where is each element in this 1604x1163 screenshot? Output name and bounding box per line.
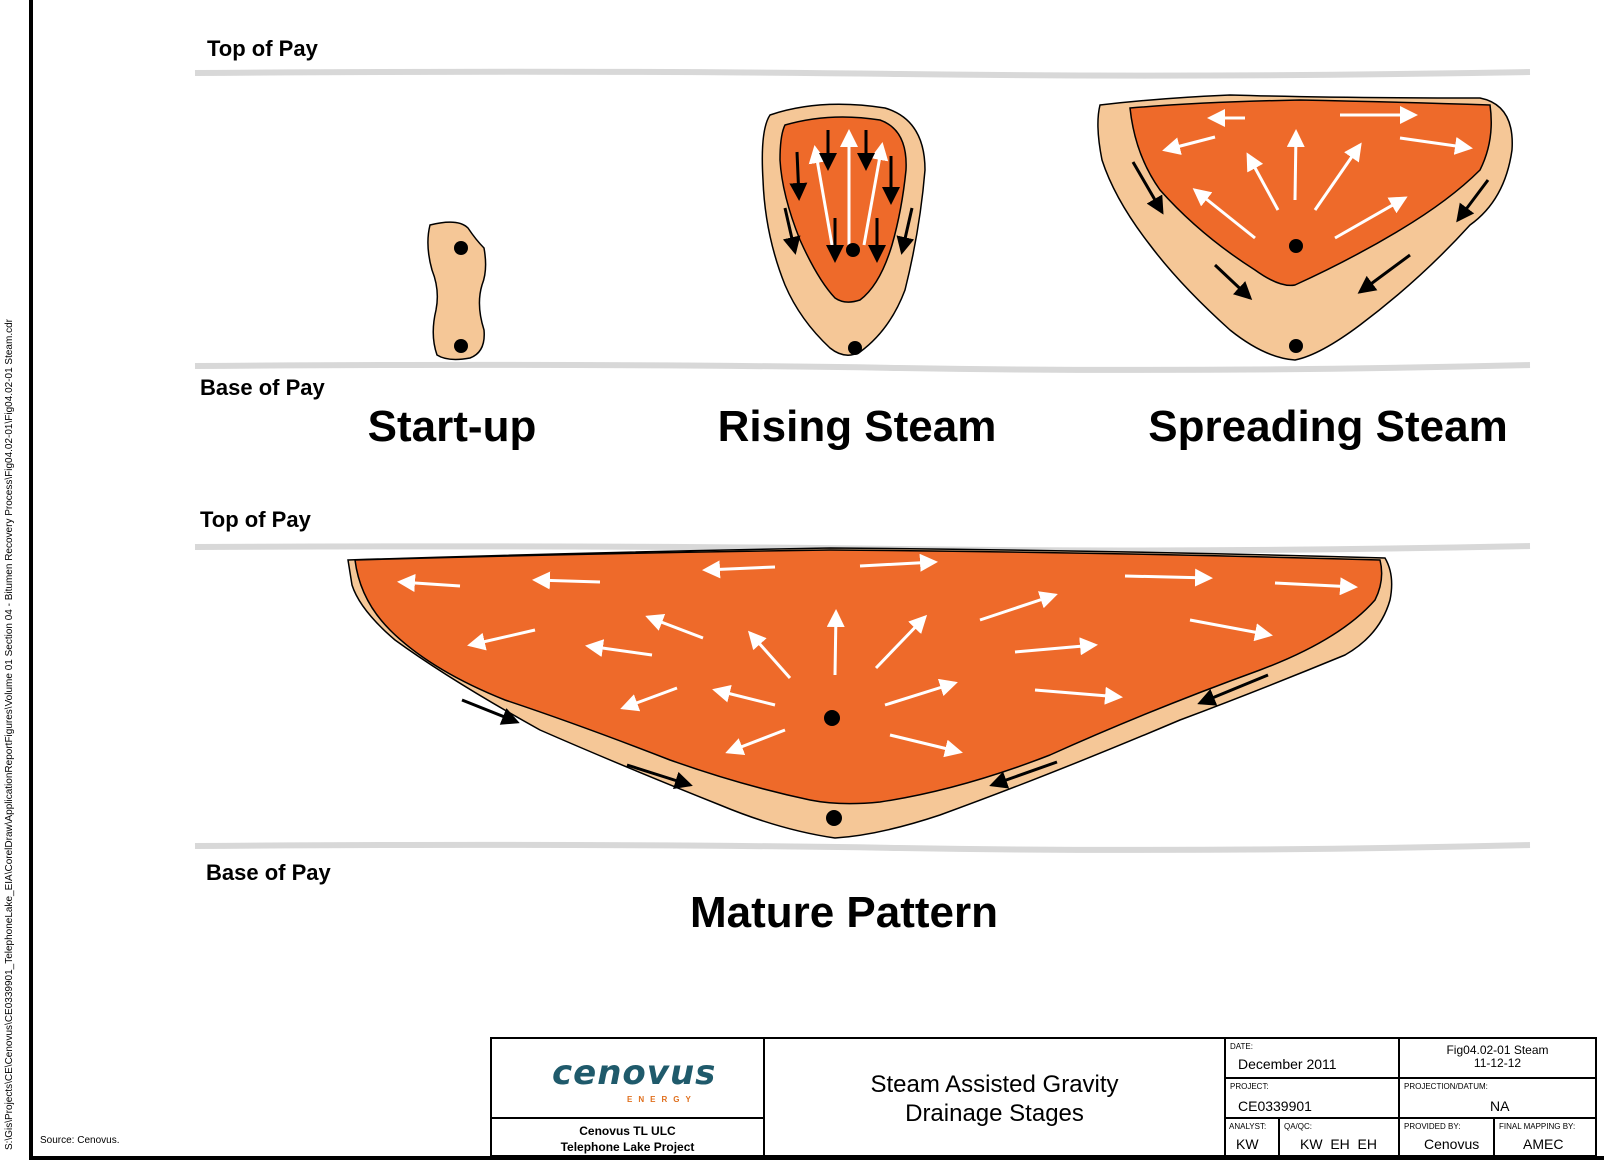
title-block: cenovus ENERGY Cenovus TL ULC Telephone … [490, 1037, 1600, 1157]
qaqc-label: QA/QC: [1284, 1122, 1313, 1131]
startup-injector-well [454, 241, 468, 255]
project-cell: PROJECT: CE0339901 [1224, 1077, 1400, 1119]
date-label: DATE: [1230, 1042, 1253, 1051]
qaqc-cell: QA/QC: KW EH EH [1278, 1117, 1400, 1157]
mature-steam-chamber [354, 549, 1383, 805]
projection-cell: PROJECTION/DATUM: NA [1398, 1077, 1597, 1119]
frame-bottom-border [29, 1156, 1604, 1160]
qaqc-value: KW EH EH [1300, 1136, 1378, 1152]
stage-label-mature-pattern: Mature Pattern [690, 888, 998, 937]
project-value: CE0339901 [1238, 1098, 1312, 1114]
startup-producer-well [454, 339, 468, 353]
projection-label: PROJECTION/DATUM: [1404, 1082, 1488, 1091]
spreading-drainage-arrows [1131, 161, 1490, 301]
mature-drainage-arrows [461, 673, 1269, 790]
rising-steam-arrows [782, 129, 915, 263]
figure-title-line-2: Drainage Stages [905, 1100, 1084, 1127]
company-cell: Cenovus TL ULC Telephone Lake Project [490, 1117, 765, 1157]
final-mapping-label: FINAL MAPPING BY: [1499, 1122, 1576, 1131]
base-of-pay-line-bottom [194, 841, 1531, 853]
mature-producer-well [826, 810, 842, 826]
figure-title-line-1: Steam Assisted Gravity [870, 1071, 1119, 1098]
stage-label-startup: Start-up [368, 402, 537, 451]
final-mapping-cell: FINAL MAPPING BY: AMEC [1493, 1117, 1597, 1157]
cenovus-logo-sub: ENERGY [627, 1095, 697, 1104]
base-of-pay-label: Base of Pay [200, 375, 325, 400]
cenovus-logo: cenovus [552, 1053, 717, 1093]
figure-id: Fig04.02-01 Steam [1446, 1043, 1549, 1057]
date-value: December 2011 [1238, 1056, 1337, 1072]
top-of-pay-label-bottom: Top of Pay [200, 507, 312, 532]
project-name: Telephone Lake Project [560, 1140, 695, 1154]
source-note: Source: Cenovus. [40, 1135, 120, 1146]
mature-steam-arrows [397, 553, 1358, 758]
title-cell: Steam Assisted Gravity Drainage Stages [763, 1037, 1226, 1157]
figure-id-cell: Fig04.02-01 Steam 11-12-12 [1398, 1037, 1597, 1079]
project-label: PROJECT: [1230, 1082, 1269, 1091]
company-name: Cenovus TL ULC [579, 1124, 676, 1138]
provided-by-cell: PROVIDED BY: Cenovus [1398, 1117, 1495, 1157]
figure-date: 11-12-12 [1473, 1056, 1522, 1070]
final-mapping-value: AMEC [1523, 1136, 1564, 1152]
analyst-cell: ANALYST: KW [1224, 1117, 1280, 1157]
mature-injector-well [824, 710, 840, 726]
rising-injector-well [846, 243, 860, 257]
startup-chamber [427, 221, 487, 361]
stage-label-rising-steam: Rising Steam [718, 402, 997, 451]
spreading-steam-arrows [1162, 106, 1473, 240]
spreading-injector-well [1289, 239, 1303, 253]
sagd-diagram: Top of Pay Base of Pay [194, 36, 1531, 937]
top-of-pay-label: Top of Pay [207, 36, 319, 61]
provided-by-label: PROVIDED BY: [1404, 1122, 1461, 1131]
base-of-pay-label-bottom: Base of Pay [206, 860, 331, 885]
analyst-label: ANALYST: [1229, 1122, 1267, 1131]
spreading-producer-well [1289, 339, 1303, 353]
analyst-value: KW [1236, 1136, 1259, 1152]
provided-by-value: Cenovus [1424, 1136, 1480, 1152]
rising-producer-well [848, 341, 862, 355]
base-of-pay-line [194, 361, 1531, 373]
frame-left-border [29, 0, 33, 1160]
date-cell: DATE: December 2011 [1224, 1037, 1400, 1079]
projection-value: NA [1490, 1098, 1510, 1114]
top-of-pay-line [194, 68, 1531, 79]
stage-label-spreading-steam: Spreading Steam [1148, 402, 1507, 451]
spreading-steam-chamber [1129, 99, 1492, 287]
logo-cell: cenovus ENERGY [490, 1037, 765, 1119]
